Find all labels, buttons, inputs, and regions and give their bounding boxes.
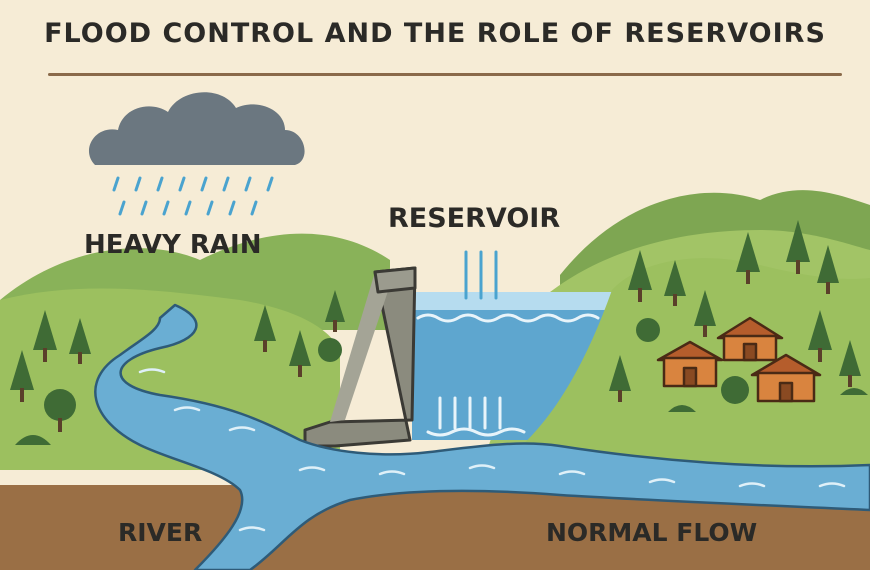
tree-icon: [839, 340, 861, 387]
tree-icon: [786, 220, 810, 274]
tree-icon: [817, 245, 839, 294]
rain-drops-icon: [112, 176, 274, 216]
tree-icon: [325, 290, 345, 332]
label-normal-flow: NORMAL FLOW: [546, 518, 758, 547]
tree-icon: [10, 350, 34, 402]
tree-icon: [44, 389, 76, 421]
tree-icon: [609, 355, 631, 402]
tree-icon: [736, 232, 760, 284]
river: [94, 303, 870, 570]
inflow-marks: [464, 250, 498, 300]
tree-icon: [694, 290, 716, 337]
tree-icon: [721, 376, 749, 404]
river-ripples: [138, 368, 846, 532]
dam-icon: [303, 266, 417, 448]
reservoir-waves: [416, 313, 600, 323]
tree-icon: [69, 318, 91, 364]
reservoir-surface: [412, 292, 615, 310]
page-title: FLOOD CONTROL AND THE ROLE OF RESERVOIRS: [44, 18, 826, 49]
storm-cloud-icon: [88, 92, 305, 165]
bush: [668, 405, 696, 412]
trees-left: [10, 290, 345, 445]
tree-icon: [628, 250, 652, 302]
label-reservoir: RESERVOIR: [388, 203, 561, 234]
label-river: RIVER: [118, 518, 203, 547]
tree-icon: [636, 318, 660, 342]
trees-right: [609, 220, 868, 412]
tree-icon: [289, 330, 311, 377]
label-heavy-rain: HEAVY RAIN: [84, 230, 262, 260]
house-icon: [750, 353, 822, 403]
bush: [15, 435, 51, 445]
house-icon: [656, 340, 724, 388]
house-icon: [716, 316, 784, 362]
outflow-marks: [426, 396, 526, 437]
tree-icon: [254, 305, 276, 352]
tree-icon: [33, 310, 57, 362]
tree-icon: [808, 310, 832, 362]
tree-icon: [318, 338, 342, 362]
title-divider: [48, 73, 842, 76]
tree-icon: [664, 260, 686, 306]
bush: [840, 388, 868, 395]
